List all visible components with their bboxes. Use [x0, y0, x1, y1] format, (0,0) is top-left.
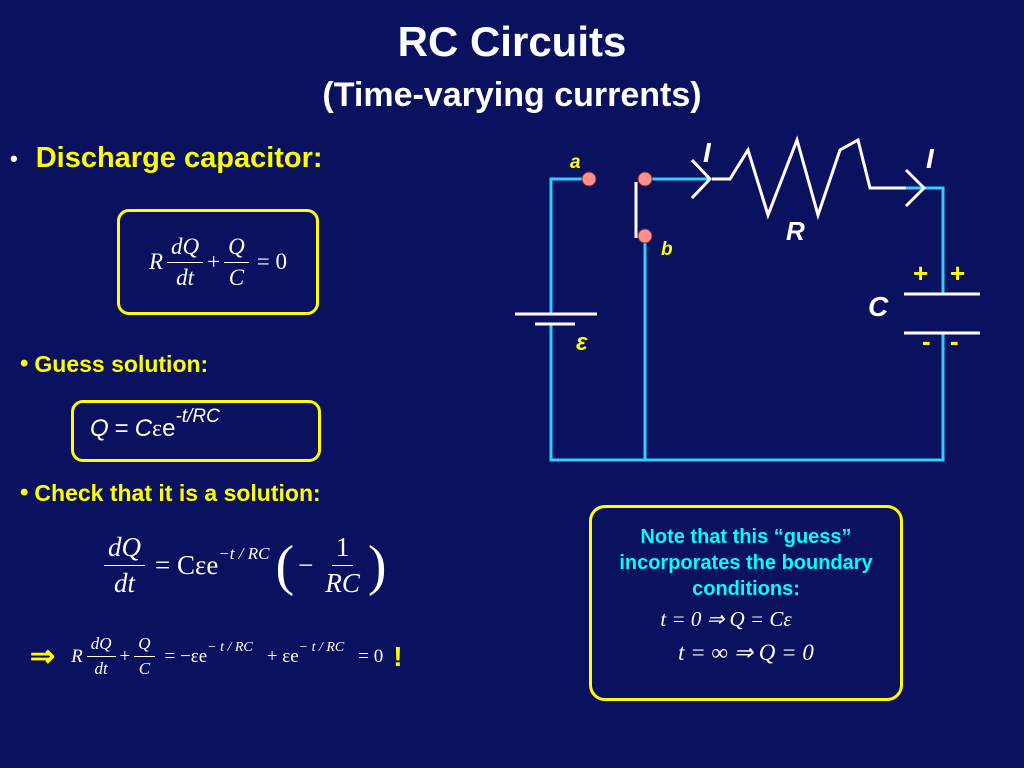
bullet-discharge-text: Discharge capacitor: — [35, 142, 323, 174]
eq4-frac-q-c: Q C — [134, 634, 155, 679]
implies-arrow: ⇒ — [30, 640, 56, 673]
note-text: Note that this “guess” incorporates the … — [619, 526, 873, 600]
eq1-plus: + — [207, 249, 221, 274]
eq3-rhs: = Cεe — [155, 550, 219, 580]
cap-plus-1: + — [913, 258, 928, 288]
eq2-content: Q = C ε e -t/RC — [90, 406, 220, 442]
label-current-2: I — [926, 143, 935, 174]
note-condition-1: t = 0 ⇒ Q = Cε — [660, 607, 792, 631]
bullet-guess-text: Guess solution: — [34, 350, 209, 377]
page-title: RC Circuits — [397, 18, 627, 65]
equation-box-1: R dQ dt + Q C = 0 — [117, 209, 319, 315]
cap-plus-2: + — [950, 258, 965, 288]
exclamation: ! — [393, 640, 403, 672]
label-resistor: R — [786, 216, 805, 246]
node-switch-top — [637, 171, 653, 187]
label-current-1: I — [703, 137, 712, 168]
equation-4: ⇒ R dQ dt + Q C = −εe − t / RC + εe − t … — [30, 634, 403, 679]
bullet-guess: • Guess solution: — [20, 350, 209, 377]
note-box: Note that this “guess” incorporates the … — [589, 505, 903, 701]
eq1-equals-zero: = 0 — [256, 249, 288, 274]
cap-minus-2: - — [950, 326, 959, 356]
eq3-frac-dq-dt: dQ dt — [104, 532, 145, 599]
eq1-frac-q-c: Q C — [224, 234, 249, 291]
eq3-minus: − — [298, 550, 314, 580]
wire-left-top — [549, 177, 945, 462]
equation-3: dQ dt = Cεe −t / RC ( − 1 RC ) — [100, 532, 387, 599]
label-capacitor: C — [868, 291, 889, 322]
node-b — [637, 228, 653, 244]
label-b: b — [661, 239, 673, 260]
eq3-left-paren: ( — [275, 534, 295, 597]
bullet-glyph: • — [10, 145, 18, 171]
label-a: a — [570, 152, 581, 173]
page-subtitle: (Time-varying currents) — [322, 76, 702, 114]
bullet-check-text: Check that it is a solution: — [34, 479, 321, 506]
eq1-R: R — [148, 249, 164, 274]
node-a — [581, 171, 597, 187]
current-arrow-2 — [904, 168, 927, 208]
equation-box-2: Q = C ε e -t/RC — [71, 400, 321, 462]
cap-minus-1: - — [922, 326, 931, 356]
eq3-frac-1-rc: 1 RC — [325, 532, 360, 598]
current-arrow-1 — [690, 158, 713, 200]
bullet-discharge: • Discharge capacitor: — [10, 142, 323, 175]
eq3-exponent: −t / RC — [218, 543, 270, 563]
note-condition-2: t = ∞ ⇒ Q = 0 — [678, 640, 814, 665]
bullet-check: • Check that it is a solution: — [20, 479, 321, 506]
eq3-right-paren: ) — [367, 534, 387, 597]
eq4-frac-dq-dt: dQ dt — [86, 634, 116, 679]
label-emf: ε — [576, 329, 588, 356]
eq1-frac-dq-dt: dQ dt — [167, 234, 204, 291]
resistor-zigzag — [712, 135, 906, 221]
